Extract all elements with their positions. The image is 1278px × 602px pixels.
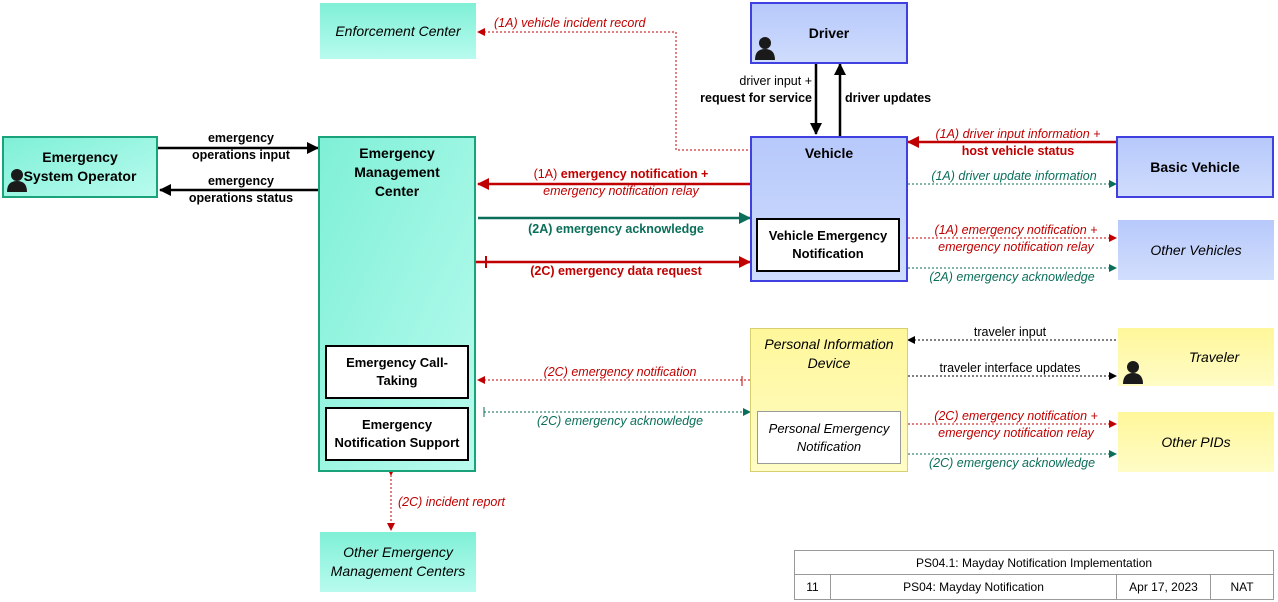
node-eso-label: Emergency System Operator	[23, 149, 137, 184]
title-block-name: PS04: Mayday Notification	[831, 575, 1117, 599]
label-ov-notif-line1: (1A) emergency notification +	[934, 223, 1098, 237]
label-driver-input-line2: request for service	[700, 91, 812, 105]
label-em-notif-1a-text: emergency notification +	[560, 167, 709, 181]
label-driver-input-info-line2: host vehicle status	[961, 144, 1075, 158]
node-emergency-call-taking[interactable]: Emergency Call-Taking	[325, 345, 469, 399]
node-vehicle-label: Vehicle	[804, 145, 854, 161]
person-icon	[7, 169, 27, 192]
label-driver-input-info: (1A) driver input information + host veh…	[918, 126, 1118, 160]
label-ops-status: emergency operations status	[188, 174, 294, 205]
node-vehicle-emergency-notification[interactable]: Vehicle Emergency Notification	[756, 218, 900, 272]
node-driver[interactable]: Driver	[750, 2, 908, 64]
label-driver-input-line1: driver input +	[739, 74, 812, 88]
label-traveler-input: traveler input	[973, 325, 1047, 339]
label-ov-notif-line2: emergency notification relay	[938, 240, 1094, 254]
label-ov-notif: (1A) emergency notification + emergency …	[916, 222, 1116, 256]
label-driver-input-info-line1: (1A) driver input information +	[935, 127, 1101, 141]
label-driver-updates: driver updates	[845, 91, 932, 105]
node-driver-label: Driver	[808, 24, 850, 41]
node-traveler[interactable]: Traveler	[1118, 328, 1274, 386]
label-ops-input: emergency operations input	[192, 131, 290, 162]
label-em-data-req: (2C) emergency data request	[530, 264, 702, 278]
title-block-date: Apr 17, 2023	[1117, 575, 1211, 599]
label-opid-notif-line1: (2C) emergency notification +	[934, 409, 1098, 423]
person-icon	[1123, 361, 1143, 384]
label-pid-em-ack: (2C) emergency acknowledge	[536, 414, 704, 428]
node-emc-label: Emergency Management Center	[354, 145, 440, 199]
title-block-number: 11	[795, 575, 831, 599]
label-driver-input: driver input + request for service	[696, 73, 812, 107]
label-opid-notif-line2: emergency notification relay	[938, 426, 1094, 440]
label-em-notif-1a: (1A) emergency notification + emergency …	[496, 166, 746, 200]
label-vehicle-incident-record: (1A) vehicle incident record	[494, 16, 646, 30]
node-personal-emergency-notification[interactable]: Personal Emergency Notification	[757, 411, 901, 464]
node-traveler-label: Traveler	[1188, 348, 1240, 365]
node-emergency-notification-support[interactable]: Emergency Notification Support	[325, 407, 469, 461]
node-pid-label: Personal Information Device	[764, 336, 894, 371]
label-em-notif-1a-tag: (1A)	[533, 167, 558, 181]
title-block-org: NAT	[1230, 580, 1254, 594]
person-icon	[755, 37, 775, 60]
title-block: PS04.1: Mayday Notification Implementati…	[794, 550, 1274, 600]
flow-vehicle-incident-record	[477, 28, 752, 151]
label-opid-ack: (2C) emergency acknowledge	[928, 456, 1096, 470]
label-driver-update-info: (1A) driver update information	[931, 169, 1097, 183]
label-em-ack-2a: (2A) emergency acknowledge	[528, 222, 704, 236]
node-basic-vehicle[interactable]: Basic Vehicle	[1116, 136, 1274, 198]
node-emergency-system-operator[interactable]: Emergency System Operator	[2, 136, 158, 198]
label-pid-em-notif: (2C) emergency notification	[543, 365, 697, 379]
title-block-title: PS04.1: Mayday Notification Implementati…	[795, 551, 1273, 575]
label-ov-ack: (2A) emergency acknowledge	[929, 270, 1095, 284]
node-other-emergency-management-centers[interactable]: Other Emergency Management Centers	[320, 532, 476, 592]
node-other-vehicles[interactable]: Other Vehicles	[1118, 220, 1274, 280]
label-traveler-updates: traveler interface updates	[939, 361, 1081, 375]
label-opid-notif: (2C) emergency notification + emergency …	[916, 408, 1116, 442]
label-incident-report: (2C) incident report	[398, 495, 505, 509]
label-em-notif-relay: emergency notification relay	[543, 184, 699, 198]
node-other-pids[interactable]: Other PIDs	[1118, 412, 1274, 472]
node-enforcement-center[interactable]: Enforcement Center	[320, 3, 476, 59]
